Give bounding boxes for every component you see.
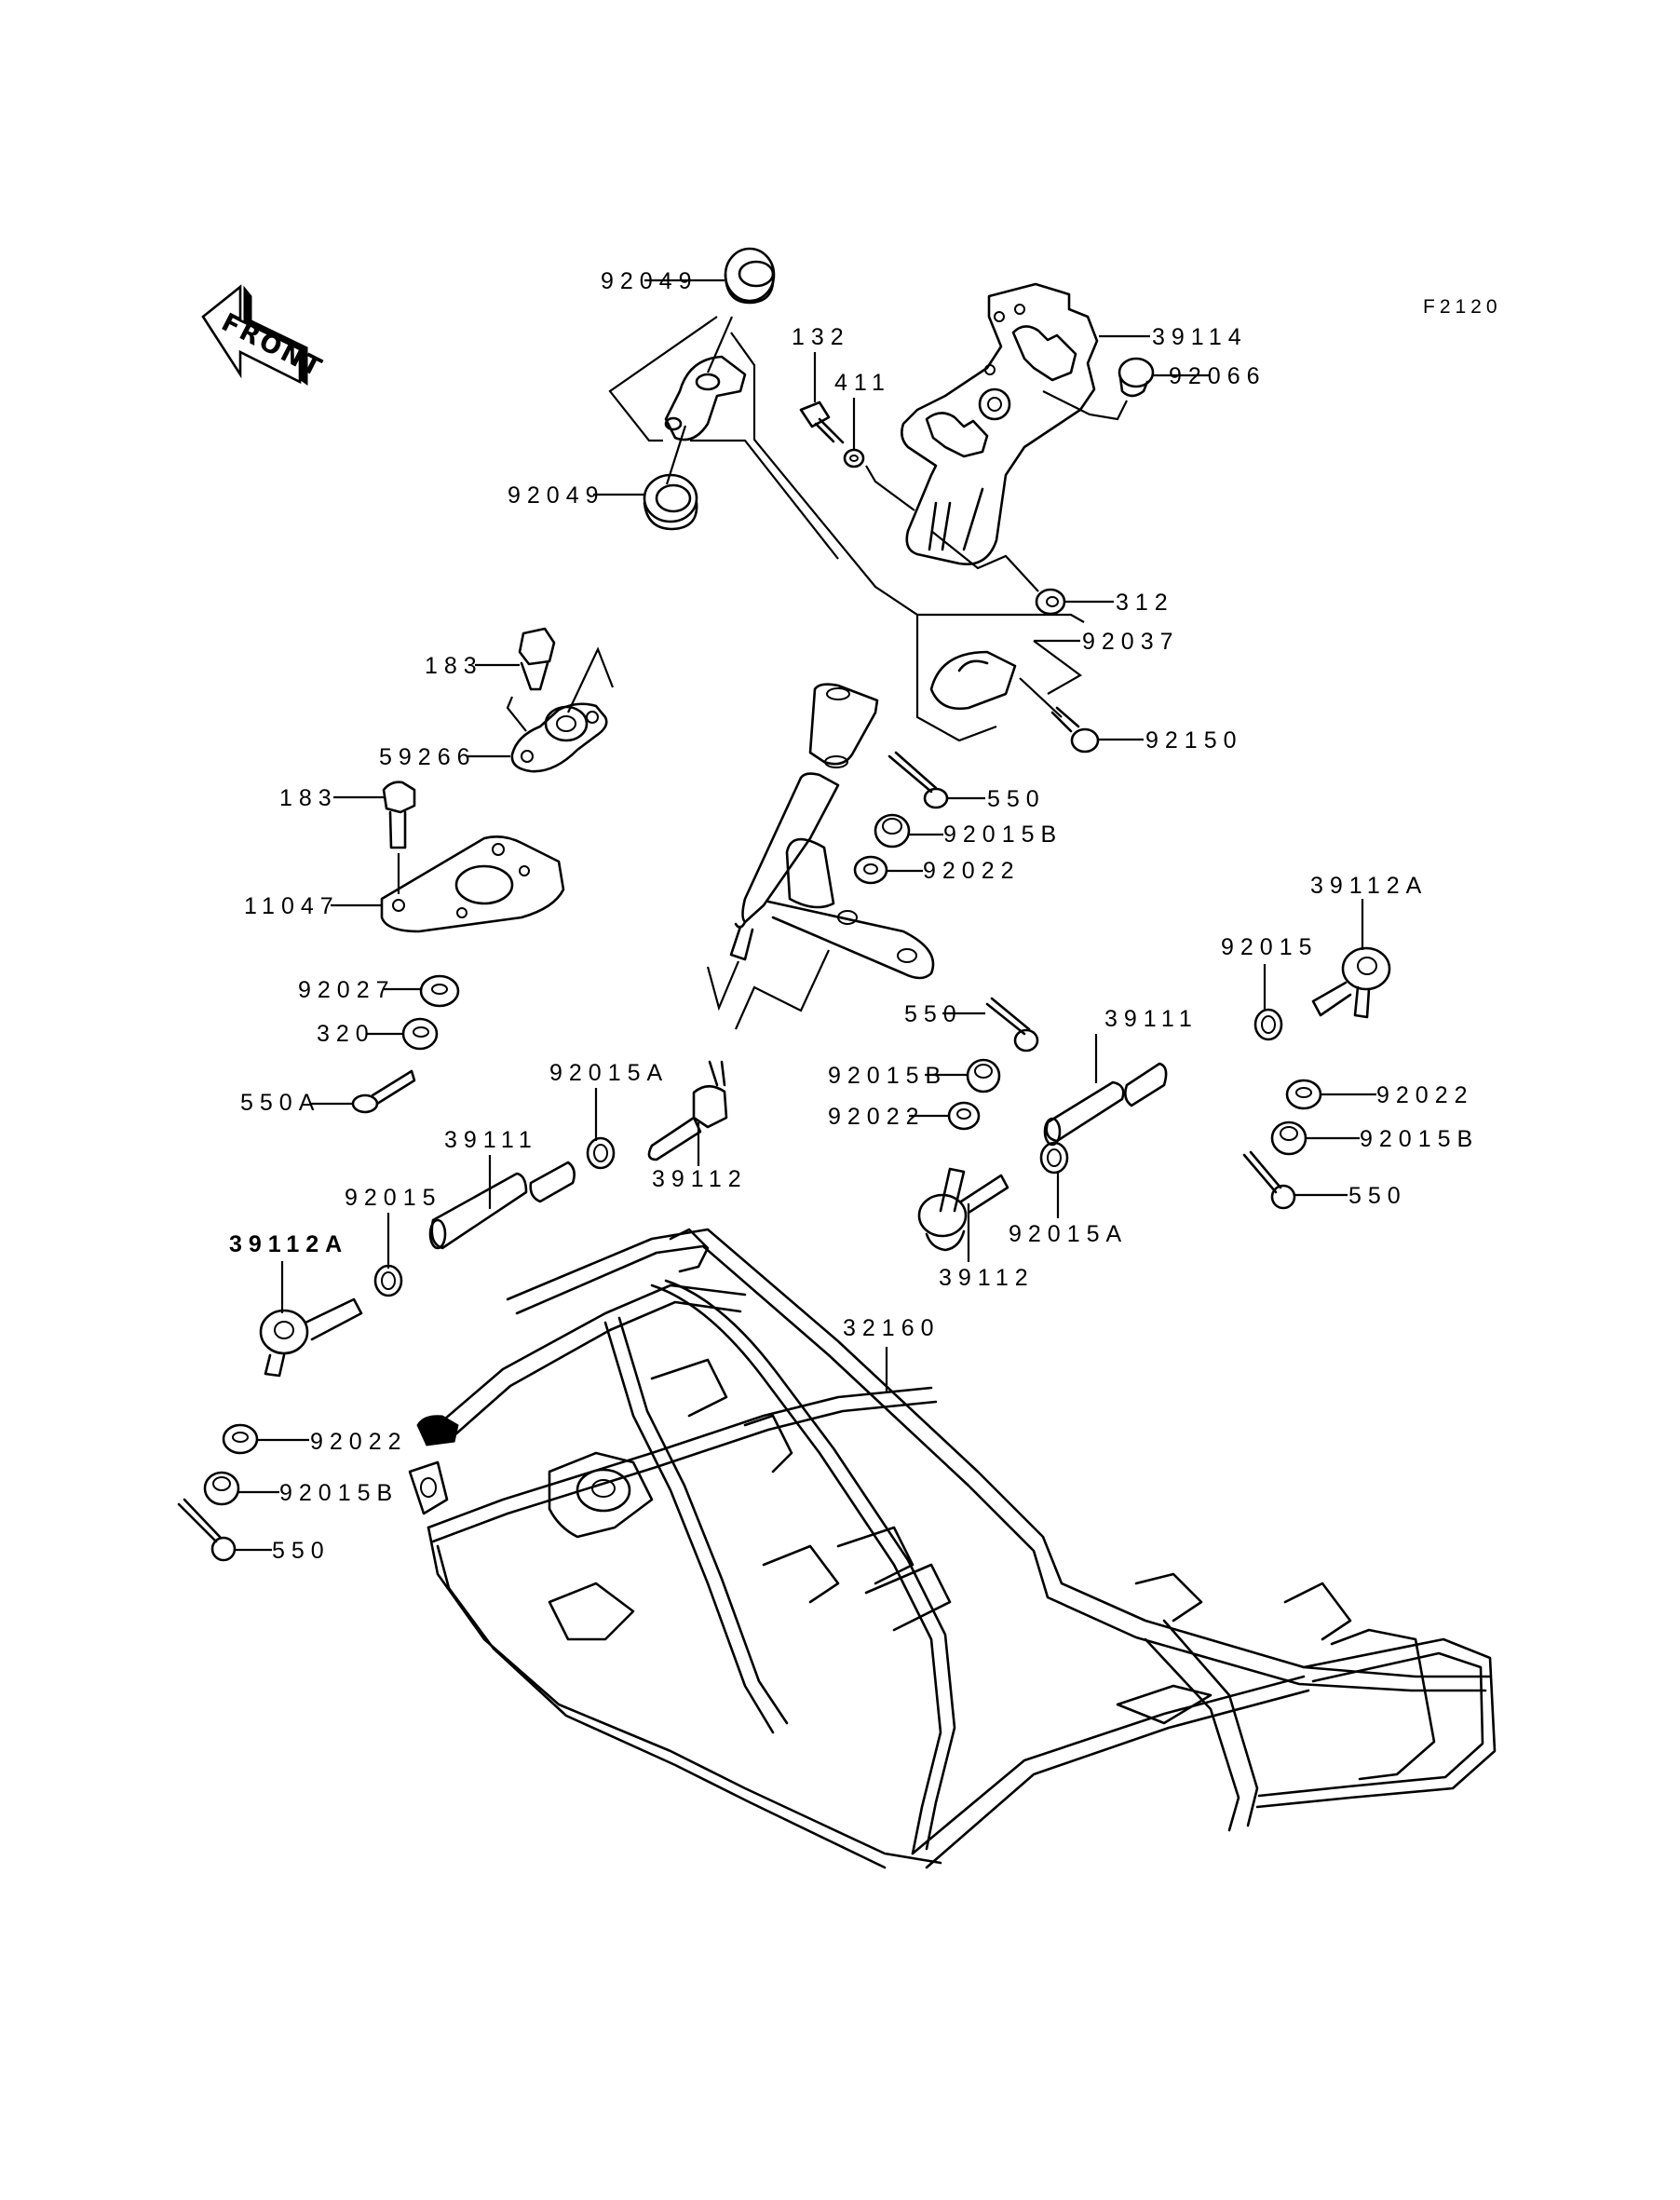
callout-39114: 39114 [1152,324,1248,350]
nut-312 [930,530,1114,616]
callout-92022-lower: 92022 [310,1429,408,1455]
front-arrow-icon: FRONT [201,284,328,386]
callout-92015-right: 92015 [1221,934,1319,960]
callout-550A: 550A [240,1090,320,1116]
bolt-183-lower [333,781,416,894]
callout-92049-bottom: 92049 [508,482,605,509]
cotter-pin-550-upper [887,751,985,809]
callout-92015B-middle: 92015B [828,1063,947,1089]
callout-92150: 92150 [1145,727,1243,754]
callout-92066: 92066 [1169,363,1267,389]
nut-92015A-left [586,1088,616,1170]
nut-320 [367,1017,439,1051]
bearing-59266 [467,646,615,773]
tie-rod-end-39112-right [917,1167,1009,1262]
washer-92022-upper [853,855,923,885]
plate-11047 [331,835,565,933]
cotter-pin-550-right [1242,1150,1348,1210]
callout-183-lower: 183 [279,785,338,811]
nut-92015-left [373,1213,403,1297]
cotter-pin-550-middle [942,997,1039,1052]
callout-550-right: 550 [1348,1183,1407,1209]
callout-92022-right: 92022 [1376,1082,1474,1108]
bushing-92049-top [644,247,776,305]
washer-92022-middle [909,1101,981,1131]
callout-32160: 32160 [843,1315,941,1341]
callout-92022-middle: 92022 [828,1104,926,1130]
callout-132: 132 [792,324,850,350]
callout-183-upper: 183 [425,653,483,679]
callout-92027: 92027 [298,977,396,1003]
bolt-183-upper [475,627,556,732]
washer-411 [843,398,915,511]
tie-rod-39111-right [1043,1034,1168,1147]
callout-39111-left: 39111 [444,1127,538,1153]
callout-92037: 92037 [1082,629,1180,655]
tie-rod-end-39112-left [647,1060,728,1166]
callout-92015B-upper: 92015B [943,822,1063,848]
callout-92015-left: 92015 [345,1185,442,1211]
washer-92027 [384,974,460,1008]
clamp-upper [608,316,1085,623]
callout-550-lower: 550 [272,1538,331,1564]
bushing-92049-bottom [593,473,698,531]
callout-59266: 59266 [379,744,477,770]
washer-92022-lower [222,1423,309,1455]
cotter-pin-550-lower [177,1498,272,1562]
callout-39112A-right: 39112A [1310,873,1428,899]
bolt-132 [799,352,845,444]
tie-rod-end-39112A-left [259,1261,363,1378]
figure-code-label: F2120 [1423,296,1502,318]
clamp-92037 [915,615,1083,742]
callout-39111-right: 39111 [1104,1006,1199,1032]
callout-320: 320 [317,1021,375,1047]
washer-92022-right [1285,1079,1376,1110]
callout-39112A-left: 39112A [229,1231,348,1257]
steering-shaft [706,683,935,1030]
tie-rod-end-39112A-right [1311,899,1391,1019]
frame-32160 [408,1228,1497,1869]
nut-92015-right [1253,964,1283,1041]
callout-411: 411 [834,370,891,396]
nut-92015B-middle [925,1058,1001,1093]
callout-92015B-right: 92015B [1360,1126,1479,1152]
nut-92015A-right [1039,1141,1069,1218]
callout-92049-top: 92049 [601,268,698,294]
callout-312: 312 [1116,590,1174,616]
nut-92015B-lower [203,1471,279,1506]
callout-550-upper: 550 [987,786,1046,812]
callout-11047: 11047 [244,893,340,919]
callout-92015A-left: 92015A [549,1060,669,1086]
bolt-92150 [1019,677,1144,754]
callout-550-middle: 550 [904,1001,963,1027]
callout-92015A-right: 92015A [1009,1221,1128,1247]
nut-92015B-right [1270,1120,1360,1156]
callout-92015B-lower: 92015B [279,1480,399,1506]
tie-rod-39111-left [428,1155,576,1250]
cap-92066 [1042,357,1211,421]
callout-92022-upper: 92022 [923,858,1021,884]
bracket-39114 [901,282,1150,566]
nut-92015B-upper [874,813,943,849]
cotter-pin-550A [311,1069,416,1114]
callout-39112-right: 39112 [939,1265,1035,1291]
callout-39112-left: 39112 [652,1166,748,1192]
